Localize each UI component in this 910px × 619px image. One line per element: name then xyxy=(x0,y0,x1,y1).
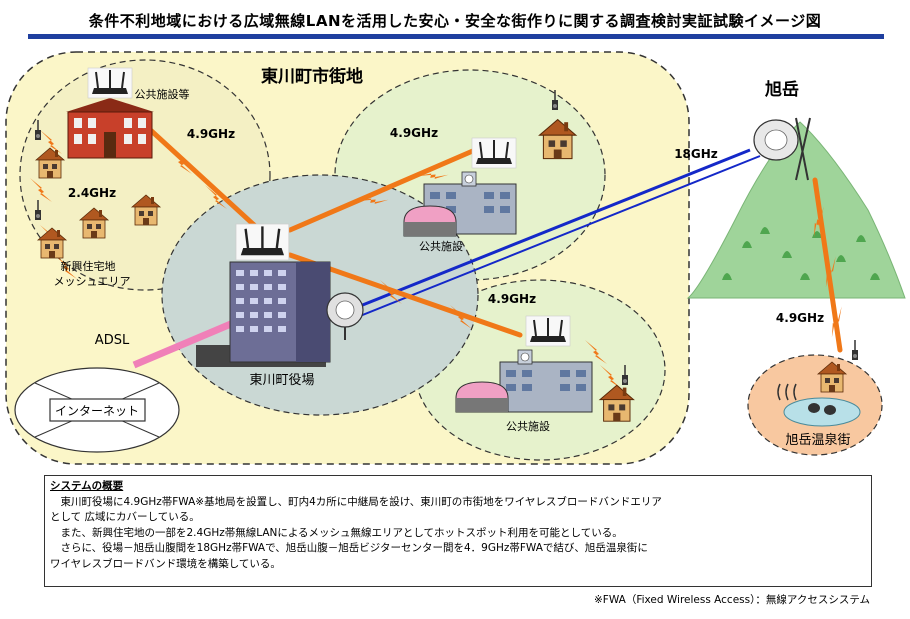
school-router xyxy=(88,68,132,98)
onsen-label: 旭岳温泉街 xyxy=(785,432,850,448)
public-facility-low-label: 公共施設 xyxy=(506,419,550,433)
mesh-label-line2: メッシュエリア xyxy=(54,275,131,288)
adsl-label: ADSL xyxy=(95,333,130,348)
mid-router xyxy=(472,138,516,168)
summary-line: ワイヤレスブロードバンド環境を構築している。 xyxy=(50,557,866,573)
freq-label-49-d: 4.9GHz xyxy=(776,311,824,325)
freq-label-18: 18GHz xyxy=(674,147,718,161)
low-router xyxy=(526,316,570,346)
summary-line: として 広域にカバーしている。 xyxy=(50,510,866,526)
public-facility-mid-label: 公共施設 xyxy=(419,239,463,253)
mesh-label-line1: 新興住宅地 xyxy=(61,259,116,273)
footnote: ※FWA（Fixed Wireless Access）：無線アクセスシステム xyxy=(594,592,870,607)
public-facility-top-label: 公共施設等 xyxy=(135,87,190,101)
system-summary-box: システムの概要 東川町役場に4.9GHz帯FWA※基地局を設置し、町内4カ所に中… xyxy=(44,475,872,587)
mountain-label: 旭岳 xyxy=(764,79,799,100)
summary-line: 東川町役場に4.9GHz帯FWA※基地局を設置し、町内4カ所に中継局を設け、東川… xyxy=(50,495,866,511)
summary-heading: システムの概要 xyxy=(50,479,866,495)
freq-label-49-b: 4.9GHz xyxy=(390,126,438,140)
freq-label-49-a: 4.9GHz xyxy=(187,127,235,141)
town-area-label: 東川町市街地 xyxy=(261,66,363,87)
freq-label-24: 2.4GHz xyxy=(68,186,116,200)
town-hall-router xyxy=(236,224,289,260)
network-diagram: 東川町市街地 旭岳 公共施設等 4.9GHz 2.4GHz 新興住宅地 メッシュ… xyxy=(0,0,910,470)
town-hall-label: 東川町役場 xyxy=(249,372,314,388)
summary-line: さらに、役場－旭岳山腹間を18GHz帯FWAで、旭岳山腹－旭岳ビジターセンター間… xyxy=(50,541,866,557)
freq-label-49-c: 4.9GHz xyxy=(488,292,536,306)
internet-label: インターネット xyxy=(55,404,139,418)
summary-line: また、新興住宅地の一部を2.4GHz帯無線LANによるメッシュ無線エリアとしてホ… xyxy=(50,526,866,542)
